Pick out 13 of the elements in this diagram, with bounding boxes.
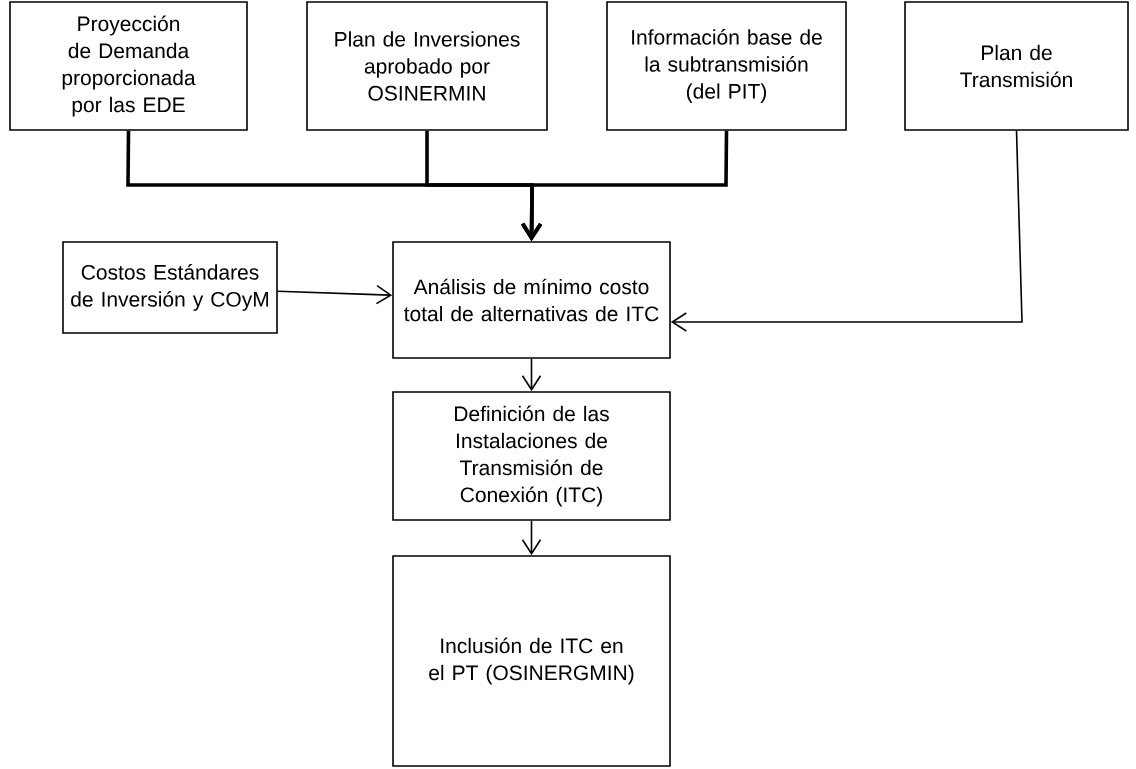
- arrow: [521, 130, 729, 242]
- process-box: Plan de Inversiones aprobado por OSINERMIN: [306, 1, 548, 131]
- process-box: Información base de la subtransmisión (del PIT): [606, 1, 847, 131]
- arrow: [521, 520, 542, 556]
- process-box: Definición de las Instalaciones de Transmisión de Conexión (ITC): [392, 391, 671, 521]
- arrow: [521, 358, 542, 392]
- process-box: Costos Estándares de Inversión y COyM: [62, 241, 278, 334]
- process-box: Proyección de Demanda proporcionada por las EDE: [9, 1, 248, 131]
- process-box: Plan de Transmisión: [904, 1, 1129, 131]
- process-box: Inclusión de ITC en el PT (OSINERGMIN): [392, 555, 671, 767]
- arrow: [277, 284, 393, 305]
- arrow: [670, 130, 1023, 332]
- process-box: Análisis de mínimo costo total de alternativas de ITC: [392, 241, 671, 359]
